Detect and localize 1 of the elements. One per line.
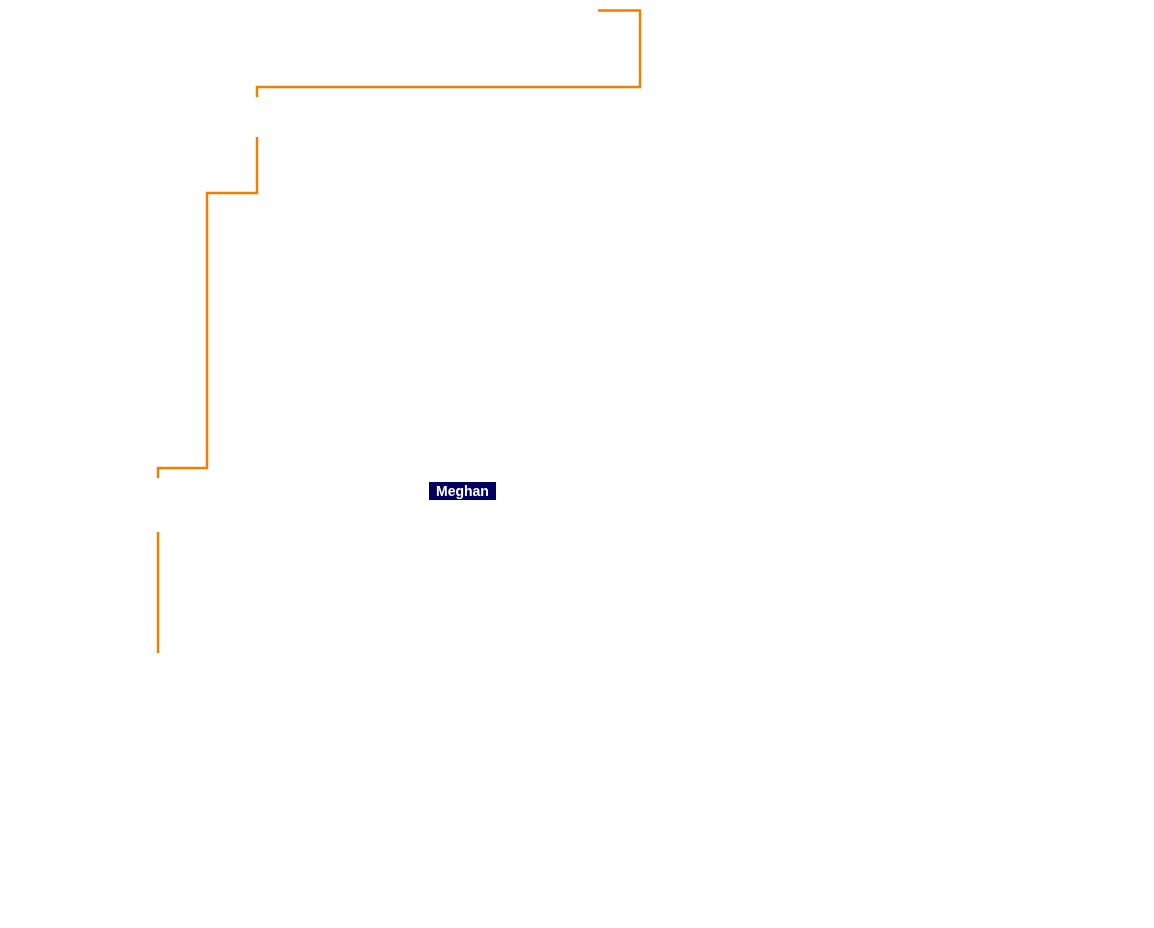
name-tag: Meghan — [429, 482, 496, 500]
